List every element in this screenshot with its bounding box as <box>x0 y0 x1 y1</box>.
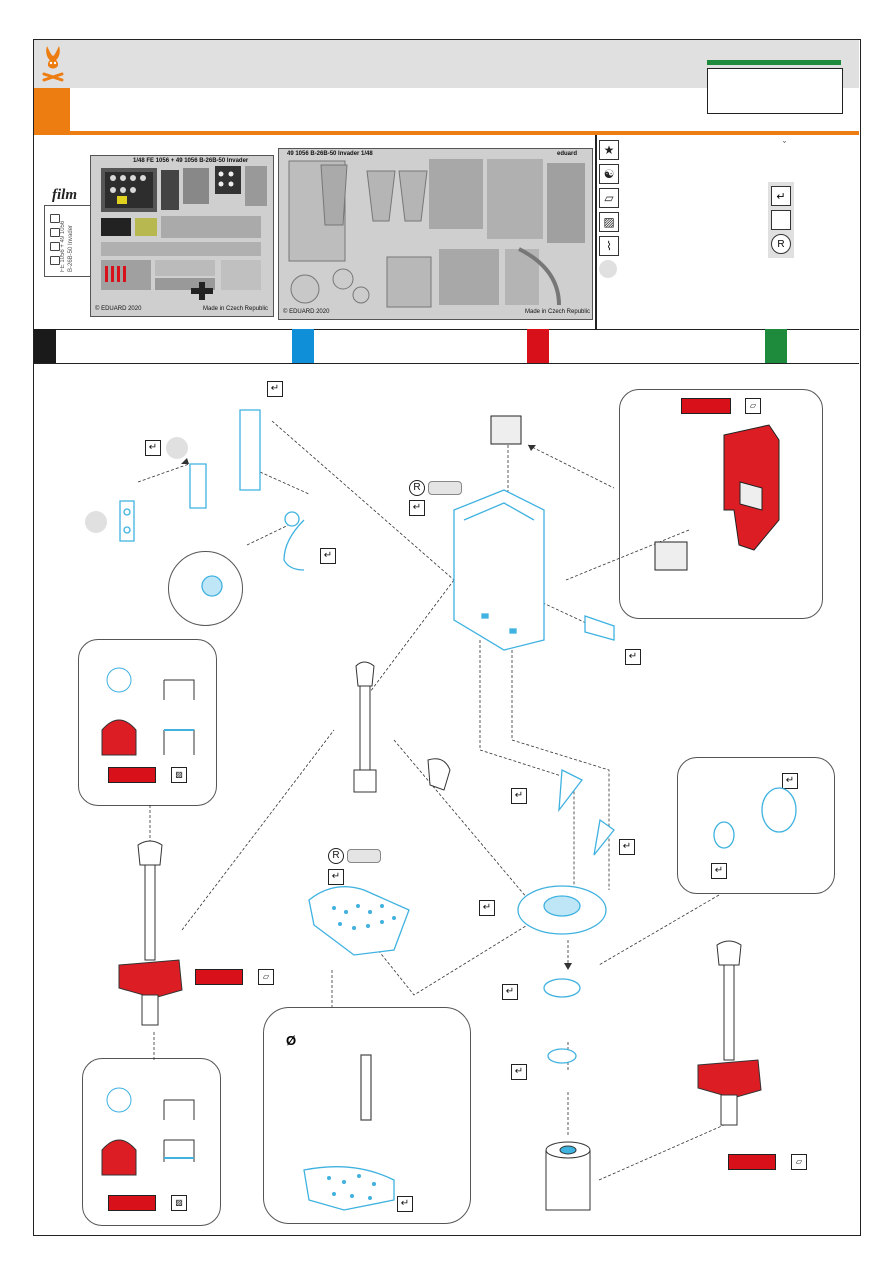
star-icon: ★ <box>599 140 619 160</box>
diameter-symbol: Ø <box>286 1033 297 1048</box>
gray-note-pill <box>347 849 381 863</box>
red-paint-label <box>681 398 731 414</box>
step-marker <box>85 511 107 533</box>
fret-left: 1/48 FE 1056 + 49 1056 B-26B-50 Invader … <box>90 155 274 317</box>
fret-left-copyright: © EDUARD 2020 <box>95 306 142 312</box>
bend-icon: ↵ <box>782 773 798 789</box>
callout-seat-red <box>619 389 823 619</box>
fret-right-parts <box>288 159 585 308</box>
callout-detail-circle <box>168 551 243 626</box>
bend-icon: ↵ <box>619 839 635 855</box>
paper-icon: ▱ <box>791 1154 807 1170</box>
bend-icon: ↵ <box>328 869 344 885</box>
drill-icon: ⌇ <box>599 236 619 256</box>
legend-check: ˇ <box>783 140 786 150</box>
instruction-sheet: film FE 1056 + 49 1056 B-26B-50 Invader … <box>33 39 861 1236</box>
fret-right: 49 1056 B-26B-50 Invader 1/48 eduard © E… <box>278 148 593 320</box>
bend-icon: ↵ <box>145 440 161 456</box>
r-circle-icon: R <box>409 480 425 496</box>
fret-right-made-in: Made in Czech Republic <box>525 309 591 315</box>
info-box <box>707 68 843 114</box>
bend-icon: ↵ <box>267 381 283 397</box>
fret-row: film FE 1056 + 49 1056 B-26B-50 Invader … <box>34 135 859 330</box>
fret-left-parts <box>101 166 267 300</box>
callout-wheel <box>677 757 835 894</box>
paper-icon: ▱ <box>258 969 274 985</box>
eduard-rabbit-logo-icon <box>42 46 64 82</box>
status-green-bar <box>707 60 841 65</box>
hatched-icon: ▨ <box>599 212 619 232</box>
fret-left-made-in: Made in Czech Republic <box>203 306 269 312</box>
bend-icon: ↵ <box>397 1196 413 1212</box>
bend-icon: ↵ <box>320 548 336 564</box>
hatched-icon: ▨ <box>171 1195 187 1211</box>
bend-icon: ↵ <box>511 1064 527 1080</box>
red-paint-label <box>108 767 156 783</box>
red-paint-label <box>195 969 243 985</box>
hatched-icon: ▨ <box>171 767 187 783</box>
fret-right-header: 49 1056 B-26B-50 Invader 1/48 <box>287 151 373 157</box>
color-seg-black <box>34 329 292 363</box>
red-paint-label <box>728 1154 776 1170</box>
gray-note-pill <box>428 481 462 495</box>
bend-icon: ↵ <box>409 500 425 516</box>
r-circle-icon: R <box>771 234 791 254</box>
film-text-2: B-26B-50 Invader <box>68 224 74 272</box>
bend-icon: ↵ <box>771 186 791 206</box>
film-label: film <box>52 187 77 203</box>
bend-icon: ↵ <box>625 649 641 665</box>
film-text-1: FE 1056 + 49 1056 <box>60 220 66 272</box>
step-tab <box>34 88 70 131</box>
color-seg-green <box>765 329 859 363</box>
film-sheet: FE 1056 + 49 1056 B-26B-50 Invader <box>44 205 92 277</box>
bend-icon: ↵ <box>511 788 527 804</box>
fret-left-header: 1/48 FE 1056 + 49 1056 B-26B-50 Invader <box>133 158 249 164</box>
blank-box <box>771 210 791 230</box>
r-circle-icon: R <box>328 848 344 864</box>
bend-icon: ↵ <box>479 900 495 916</box>
fret-divider <box>595 135 597 329</box>
legend-marker <box>599 260 617 278</box>
fret-right-copyright: © EDUARD 2020 <box>283 309 330 315</box>
yinyang-icon: ☯ <box>599 164 619 184</box>
paper-icon: ▱ <box>599 188 619 208</box>
bend-icon: ↵ <box>502 984 518 1000</box>
fret-right-brand: eduard <box>557 151 578 157</box>
bend-icon: ↵ <box>711 863 727 879</box>
color-seg-blue <box>292 329 527 363</box>
paper-icon: ▱ <box>745 398 761 414</box>
color-bar <box>34 329 859 364</box>
step-marker <box>166 437 188 459</box>
color-seg-red <box>527 329 765 363</box>
red-paint-label <box>108 1195 156 1211</box>
